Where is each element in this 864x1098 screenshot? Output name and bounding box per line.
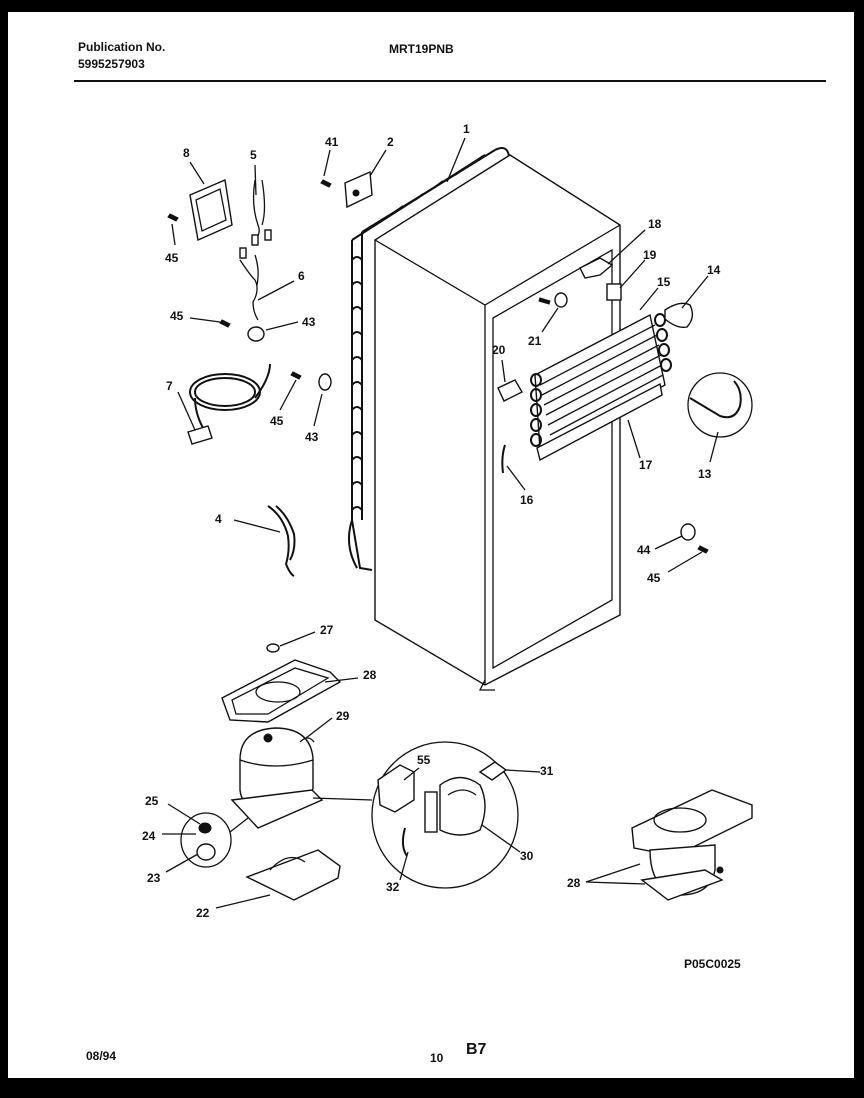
callout-43-lower: 43 bbox=[305, 430, 319, 444]
screws bbox=[167, 179, 709, 554]
callout-20: 20 bbox=[492, 343, 506, 357]
clip-part-19 bbox=[606, 283, 622, 301]
callout-31: 31 bbox=[540, 764, 554, 778]
callout-44: 44 bbox=[637, 543, 651, 557]
callout-13: 13 bbox=[698, 467, 712, 481]
page-number: 10 bbox=[430, 1051, 444, 1065]
wire-harness-part-5 bbox=[239, 179, 272, 259]
damper-part-18 bbox=[579, 257, 614, 279]
callout-15: 15 bbox=[657, 275, 671, 289]
condenser-coil bbox=[347, 147, 510, 571]
callout-23: 23 bbox=[147, 871, 161, 885]
callout-1: 1 bbox=[463, 122, 470, 136]
callout-30: 30 bbox=[520, 849, 534, 863]
callout-43-upper: 43 bbox=[302, 315, 316, 329]
parts-diagram-sheet: Publication No. 5995257903 MRT19PNB bbox=[8, 12, 854, 1078]
callout-14: 14 bbox=[707, 263, 721, 277]
callout-5: 5 bbox=[250, 148, 257, 162]
callout-21: 21 bbox=[528, 334, 542, 348]
callout-26: 28 bbox=[363, 668, 377, 682]
callout-18: 18 bbox=[648, 217, 662, 231]
section-code: B7 bbox=[466, 1041, 487, 1058]
electrical-detail-circle bbox=[312, 741, 519, 889]
callout-labels: 1 2 41 8 5 45 6 45 43 7 45 43 4 18 19 14… bbox=[142, 122, 721, 920]
publication-label: Publication No. bbox=[78, 40, 166, 54]
callout-17: 17 bbox=[639, 458, 653, 472]
callout-45-mid: 45 bbox=[170, 309, 184, 323]
base-plate-part-22 bbox=[245, 849, 341, 901]
footer-date: 08/94 bbox=[86, 1049, 117, 1063]
power-cord-part-7 bbox=[187, 363, 271, 445]
callout-25: 25 bbox=[145, 794, 159, 808]
callout-19: 19 bbox=[643, 248, 657, 262]
clip-part-44 bbox=[680, 523, 696, 541]
callout-4: 4 bbox=[215, 512, 222, 526]
callout-55: 55 bbox=[417, 753, 431, 767]
tube-part-14 bbox=[664, 302, 694, 329]
drain-tube-part-4 bbox=[267, 505, 296, 577]
callout-41: 41 bbox=[325, 135, 339, 149]
drain-pan-part-26 bbox=[221, 659, 342, 723]
callout-6: 6 bbox=[298, 269, 305, 283]
thermostat-part-20 bbox=[497, 379, 523, 402]
model-number: MRT19PNB bbox=[389, 42, 454, 56]
evaporator-coil bbox=[530, 313, 672, 462]
publication-number: 5995257903 bbox=[78, 57, 145, 71]
callout-8: 8 bbox=[183, 146, 190, 160]
exploded-parts-diagram: 1 2 41 8 5 45 6 45 43 7 45 43 4 18 19 14… bbox=[142, 122, 753, 920]
callout-16: 16 bbox=[520, 493, 534, 507]
callout-2: 2 bbox=[387, 135, 394, 149]
callout-24: 24 bbox=[142, 829, 156, 843]
callout-27: 27 bbox=[320, 623, 334, 637]
refrigerator-cabinet bbox=[374, 154, 621, 691]
callout-45-right: 45 bbox=[647, 571, 661, 585]
wire-harness-part-6 bbox=[239, 254, 259, 321]
callout-22: 22 bbox=[196, 906, 210, 920]
callout-7: 7 bbox=[166, 379, 173, 393]
callout-29: 29 bbox=[336, 709, 350, 723]
header-rule bbox=[74, 80, 826, 82]
bracket-part-2 bbox=[344, 170, 373, 209]
leader-lines bbox=[162, 137, 719, 909]
compressor bbox=[230, 727, 324, 829]
clips-part-43 bbox=[247, 326, 332, 391]
callout-28: 28 bbox=[567, 876, 581, 890]
cover-plate-part-8 bbox=[189, 179, 233, 242]
callout-32: 32 bbox=[386, 880, 400, 894]
grommet-part-27 bbox=[266, 643, 280, 653]
tube-part-16 bbox=[501, 444, 506, 474]
callout-45-top: 45 bbox=[165, 251, 179, 265]
grommet-detail-23-25 bbox=[180, 812, 249, 868]
heater-part-13 bbox=[687, 372, 753, 438]
compressor-assembly-part-28 bbox=[631, 789, 753, 901]
sensor-part-21 bbox=[554, 292, 568, 308]
figure-code: P05C0025 bbox=[684, 957, 741, 971]
callout-45-lower: 45 bbox=[270, 414, 284, 428]
